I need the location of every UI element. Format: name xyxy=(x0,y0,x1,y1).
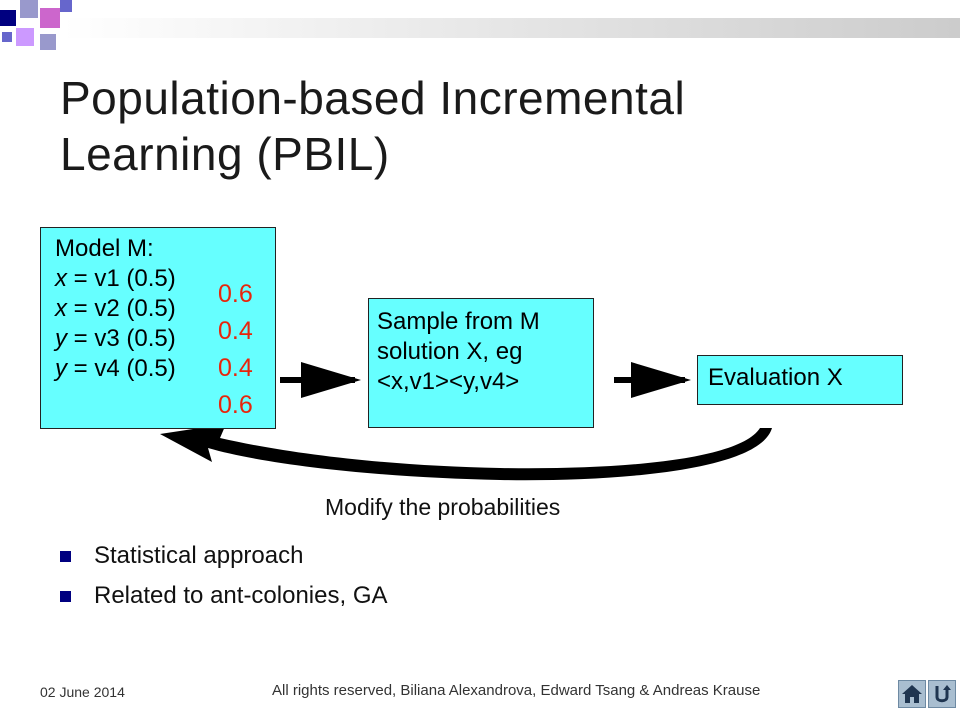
model-assignment: = v3 (0.5) xyxy=(67,325,176,352)
updated-probability: 0.4 xyxy=(218,317,253,345)
model-heading: Model M: xyxy=(55,235,154,262)
model-variable: y xyxy=(55,325,67,352)
bullet-item: Statistical approach xyxy=(60,540,388,580)
bullet-square-icon xyxy=(60,591,71,602)
sample-box: Sample from M solution X, eg <x,v1><y,v4… xyxy=(368,298,594,428)
page-title: Population-based Incremental Learning (P… xyxy=(60,70,920,182)
return-icon xyxy=(935,685,951,703)
footer-rights: All rights reserved, Biliana Alexandrova… xyxy=(272,682,761,699)
sample-line: Sample from M xyxy=(377,308,540,335)
return-button[interactable] xyxy=(928,680,956,708)
model-variable: x xyxy=(55,295,67,322)
bullet-text: Statistical approach xyxy=(94,542,304,569)
title-line: Learning (PBIL) xyxy=(60,128,390,180)
model-row: x = v1 (0.5) xyxy=(55,264,275,294)
bullet-text: Related to ant-colonies, GA xyxy=(94,582,388,609)
model-assignment: = v1 (0.5) xyxy=(67,265,176,292)
feedback-caption: Modify the probabilities xyxy=(325,494,561,520)
model-variable: y xyxy=(55,355,67,382)
model-assignment: = v2 (0.5) xyxy=(67,295,176,322)
bullet-list: Statistical approach Related to ant-colo… xyxy=(60,540,388,620)
model-assignment: = v4 (0.5) xyxy=(67,355,176,382)
home-button[interactable] xyxy=(898,680,926,708)
home-icon xyxy=(902,685,922,703)
updated-probabilities: 0.6 0.4 0.4 0.6 xyxy=(218,276,253,424)
sample-line: solution X, eg xyxy=(377,338,523,365)
updated-probability: 0.6 xyxy=(218,391,253,419)
model-box: Model M: x = v1 (0.5) x = v2 (0.5) y = v… xyxy=(40,227,276,429)
corner-decoration xyxy=(0,0,72,50)
evaluation-box: Evaluation X xyxy=(697,355,903,405)
updated-probability: 0.4 xyxy=(218,354,253,382)
model-row: y = v3 (0.5) xyxy=(55,324,275,354)
model-variable: x xyxy=(55,265,67,292)
model-row: x = v2 (0.5) xyxy=(55,294,275,324)
footer-date: 02 June 2014 xyxy=(40,684,125,700)
evaluation-label: Evaluation X xyxy=(708,364,843,391)
bullet-square-icon xyxy=(60,551,71,562)
feedback-arrow xyxy=(160,424,812,481)
title-line: Population-based Incremental xyxy=(60,72,686,124)
bullet-item: Related to ant-colonies, GA xyxy=(60,580,388,620)
header-gradient-bar xyxy=(62,18,960,38)
sample-line: <x,v1><y,v4> xyxy=(377,368,520,395)
model-row: y = v4 (0.5) xyxy=(55,354,275,384)
updated-probability: 0.6 xyxy=(218,280,253,308)
